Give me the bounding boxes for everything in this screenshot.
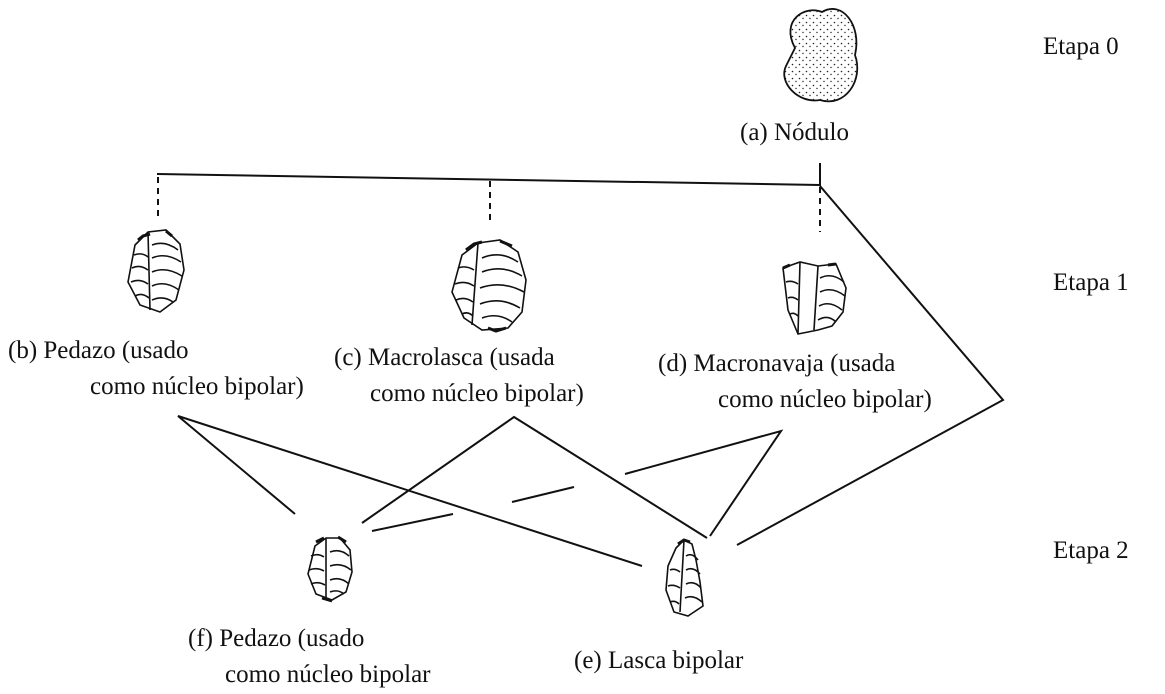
- node-label-d-line1: (d) Macronavaja (usada: [658, 350, 896, 377]
- node-label-d-line2: como núcleo bipolar): [718, 386, 932, 413]
- line-d-to-f-seg2: [371, 513, 454, 532]
- stage-label-1: Etapa 1: [1053, 269, 1129, 296]
- line-a-to-bcd: [157, 172, 821, 186]
- node-label-f-line2: como núcleo bipolar: [225, 661, 431, 688]
- line-a-to-e: [736, 185, 1005, 546]
- stage-label-2: Etapa 2: [1053, 537, 1129, 564]
- node-label-e: (e) Lasca bipolar: [574, 647, 744, 674]
- line-b-to-f-and-e: [177, 415, 643, 567]
- chunk-icon-b: [127, 229, 185, 313]
- node-label-c-line1: (c) Macrolasca (usada: [334, 344, 555, 371]
- connector-lines: [157, 163, 1005, 567]
- stage-label-0: Etapa 0: [1043, 33, 1119, 60]
- macroflake-icon: [451, 239, 527, 333]
- node-label-c-line2: como núcleo bipolar): [370, 380, 584, 407]
- node-label-f-line1: (f) Pedazo (usado: [188, 625, 365, 652]
- node-label-a: (a) Nódulo: [740, 119, 849, 146]
- node-label-b-line2: como núcleo bipolar): [90, 373, 304, 400]
- node-label-b-line1: (b) Pedazo (usado: [8, 337, 189, 364]
- line-d-to-e: [624, 429, 784, 537]
- bipolar-flake-icon: [665, 538, 704, 617]
- line-c-to-f-and-e: [361, 415, 708, 539]
- macroblade-icon: [782, 261, 847, 335]
- chunk-icon-f: [307, 535, 353, 603]
- line-d-to-f-seg1: [511, 486, 575, 503]
- nodule-icon: [783, 8, 859, 103]
